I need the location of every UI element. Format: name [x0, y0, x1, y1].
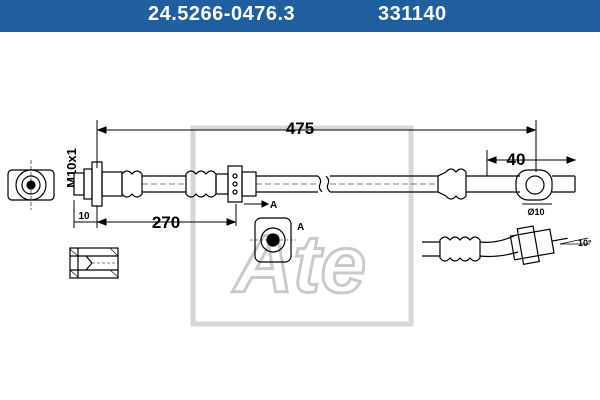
- left-end-view: [7, 160, 55, 210]
- logo-text: Ate: [232, 219, 366, 310]
- dimension-270: [96, 204, 237, 226]
- length-mid: 270: [152, 213, 180, 232]
- bend-angle: 10°: [578, 238, 592, 248]
- dimension-40: [486, 150, 577, 176]
- reference-number: 331140: [378, 3, 447, 25]
- section-marker-lower: A: [297, 222, 304, 233]
- dimension-10: [73, 200, 98, 228]
- section-arrow: [244, 200, 270, 208]
- brake-hose: [73, 161, 576, 207]
- logo-frame: [190, 125, 414, 327]
- length-total: 475: [286, 119, 314, 138]
- ate-logo-watermark: Ate: [190, 125, 414, 327]
- bend-detail: [422, 225, 590, 266]
- part-number: 24.5266-0476.3: [148, 3, 296, 25]
- section-marker-upper: A: [270, 200, 277, 211]
- length-small: 10: [78, 211, 90, 222]
- left-section-detail: [69, 247, 119, 279]
- length-end: 40: [507, 150, 526, 169]
- dimension-475: [96, 120, 537, 172]
- hole-diameter: Ø10: [527, 207, 544, 217]
- technical-drawing: Ate M10x1 475 40: [7, 119, 592, 327]
- title-bar: 24.5266-0476.3 331140: [0, 0, 600, 32]
- section-a-view: [250, 217, 296, 263]
